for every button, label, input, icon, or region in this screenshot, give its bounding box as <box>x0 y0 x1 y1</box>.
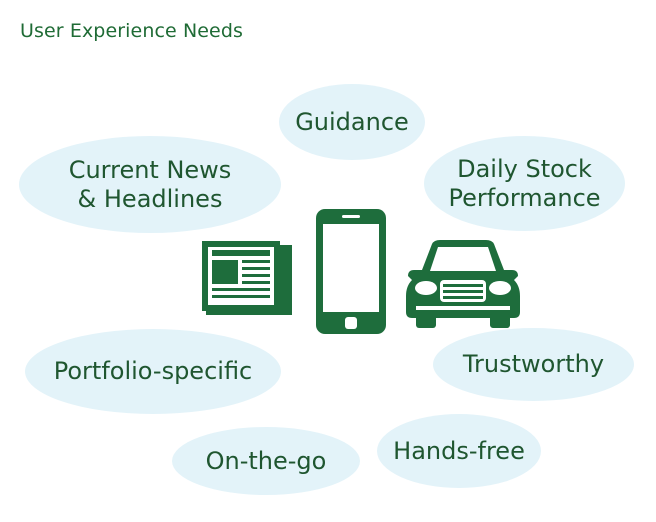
need-hands-free: Hands-free <box>377 414 541 488</box>
newspaper-icon <box>202 241 292 315</box>
smartphone-icon <box>316 209 386 334</box>
need-guidance: Guidance <box>279 84 425 160</box>
need-current-news: Current News & Headlines <box>19 136 281 233</box>
diagram-title: User Experience Needs <box>20 20 243 42</box>
need-trustworthy: Trustworthy <box>433 328 634 401</box>
need-on-the-go: On-the-go <box>172 427 360 495</box>
need-portfolio-specific: Portfolio-specific <box>25 329 281 414</box>
need-daily-stock: Daily Stock Performance <box>424 136 625 231</box>
car-icon <box>406 240 520 328</box>
